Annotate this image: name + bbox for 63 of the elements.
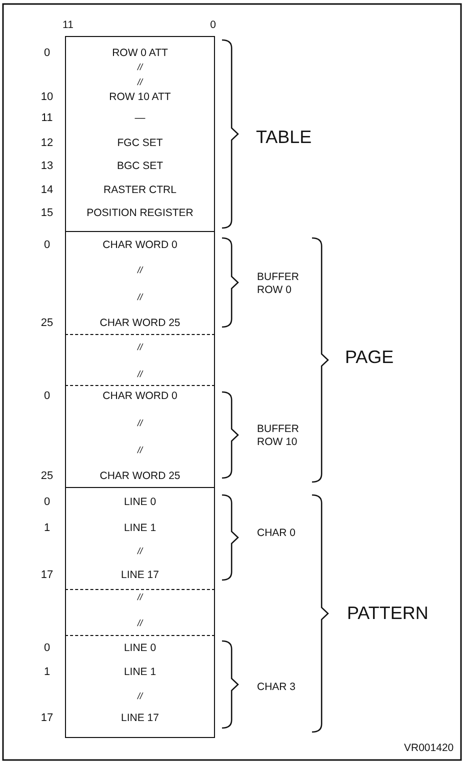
bit-number: 0 — [209, 18, 217, 32]
address-number: 0 — [42, 47, 52, 59]
continuation-mark: // — [137, 291, 142, 303]
continuation-mark: // — [137, 417, 142, 429]
memory-entry: LINE 17 — [121, 569, 159, 581]
address-number: 10 — [40, 91, 54, 103]
memory-entry: FGC SET — [117, 137, 163, 149]
group-label: TABLE — [256, 127, 312, 147]
address-number: 0 — [42, 390, 52, 402]
continuation-mark: // — [137, 545, 142, 557]
memory-block — [65, 36, 215, 231]
group-label: BUFFER ROW 10 — [257, 423, 300, 449]
continuation-mark: // — [137, 76, 142, 88]
memory-entry: LINE 1 — [124, 522, 156, 534]
address-number: 17 — [40, 569, 54, 581]
memory-entry: LINE 17 — [121, 712, 159, 724]
group-label: CHAR 3 — [257, 680, 296, 694]
memory-entry: LINE 0 — [124, 496, 156, 508]
continuation-mark: // — [137, 617, 142, 629]
memory-entry: POSITION REGISTER — [86, 207, 194, 219]
address-number: 11 — [40, 112, 54, 124]
memory-entry: BGC SET — [116, 160, 164, 172]
address-number: 0 — [42, 496, 52, 508]
group-label: PAGE — [345, 347, 394, 367]
address-number: 15 — [40, 207, 54, 219]
continuation-mark: // — [137, 61, 142, 73]
continuation-mark: // — [137, 591, 142, 603]
continuation-mark: // — [137, 444, 142, 456]
memory-entry: ROW 0 ATT — [112, 47, 168, 59]
group-label: PATTERN — [347, 603, 428, 623]
continuation-mark: // — [137, 690, 142, 702]
memory-entry: LINE 0 — [124, 642, 156, 654]
address-number: 0 — [42, 642, 52, 654]
memory-entry: LINE 1 — [124, 666, 156, 678]
memory-block — [65, 385, 215, 487]
address-number: 1 — [42, 522, 52, 534]
memory-entry: CHAR WORD 25 — [100, 317, 180, 329]
figure-number: VR001420 — [404, 742, 455, 754]
memory-entry: CHAR WORD 0 — [102, 239, 178, 251]
memory-block — [65, 231, 215, 334]
memory-block — [65, 635, 215, 738]
memory-block — [65, 334, 215, 385]
continuation-mark: // — [137, 341, 142, 353]
memory-block — [65, 487, 215, 589]
memory-entry: CHAR WORD 0 — [102, 390, 178, 402]
address-number: 1 — [42, 666, 52, 678]
address-number: 13 — [40, 160, 54, 172]
memory-entry: CHAR WORD 25 — [100, 470, 180, 482]
memory-entry: RASTER CTRL — [104, 184, 176, 196]
memory-block — [65, 589, 215, 635]
memory-entry: — — [134, 112, 146, 124]
address-number: 25 — [40, 317, 54, 329]
continuation-mark: // — [137, 368, 142, 380]
address-number: 25 — [40, 470, 54, 482]
address-number: 12 — [40, 137, 54, 149]
continuation-mark: // — [137, 264, 142, 276]
group-label: BUFFER ROW 0 — [257, 271, 300, 297]
memory-entry: ROW 10 ATT — [109, 91, 171, 103]
bit-number: 11 — [62, 18, 74, 32]
address-number: 17 — [40, 712, 54, 724]
address-number: 14 — [40, 184, 54, 196]
address-number: 0 — [42, 239, 52, 251]
group-label: CHAR 0 — [257, 526, 296, 540]
